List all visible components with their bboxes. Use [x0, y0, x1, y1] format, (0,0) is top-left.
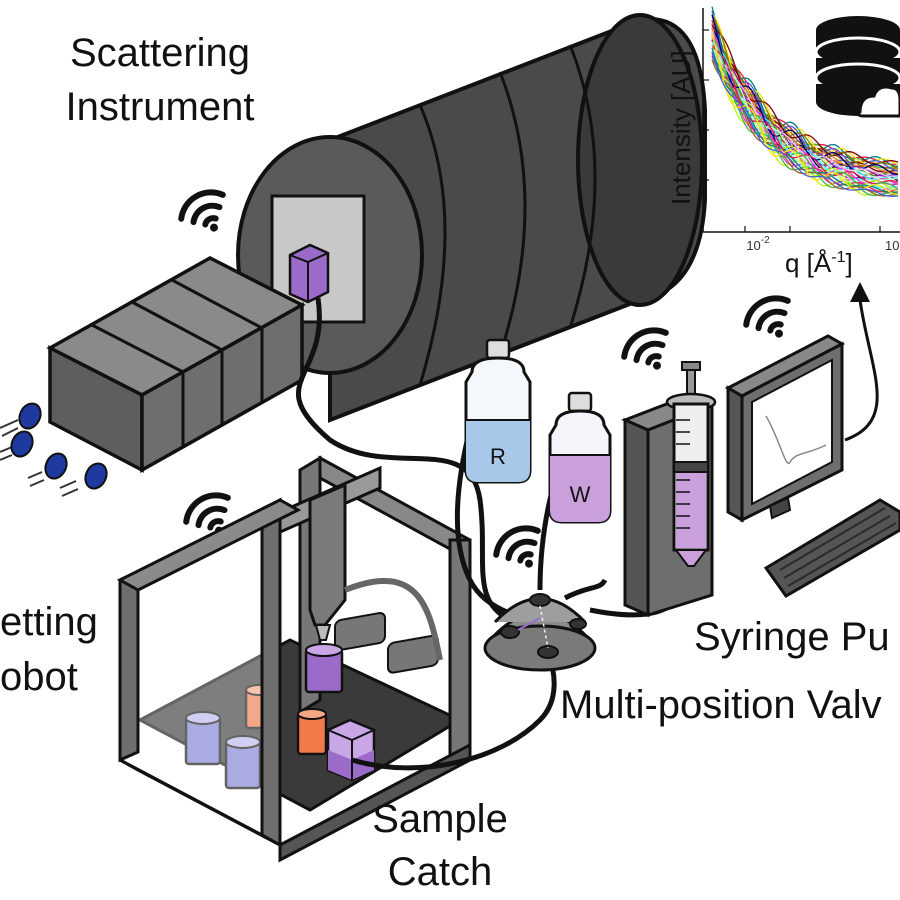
wifi-icon: [178, 189, 226, 232]
intensity-curve: [711, 26, 899, 188]
particle: [59, 462, 108, 497]
label-scattering-instrument-line1: Scattering: [70, 31, 250, 75]
label-pipetting-robot-line1: etting: [0, 600, 98, 644]
intensity-curve: [711, 30, 899, 192]
sample-catch-cuvette: [326, 718, 376, 782]
particle: [27, 452, 68, 487]
particle: [0, 430, 34, 461]
x-tick-label: 10-2: [746, 235, 770, 253]
label-sample-catch-line2: Catch: [388, 850, 493, 894]
instrument-cuvette: [288, 243, 330, 304]
wifi-icon: [621, 327, 669, 370]
x-tick-label: 10: [885, 238, 899, 253]
beam-particles: [0, 402, 108, 497]
deck-slot: [387, 634, 439, 674]
label-pipetting-robot-line2: obot: [0, 655, 78, 699]
upload-arrow: [844, 282, 879, 442]
vial: [224, 735, 262, 790]
intensity-curve: [711, 6, 899, 168]
waste-bottle: W: [548, 391, 612, 524]
plot-curves: [711, 6, 899, 198]
drum-ring-line: [418, 104, 447, 386]
wifi-icon: [493, 525, 541, 568]
keyboard: [763, 498, 900, 598]
vial: [184, 711, 222, 766]
drum-ring-line: [568, 44, 597, 329]
deck-slot: [334, 612, 386, 651]
pipetting-robot: [116, 455, 472, 863]
intensity-curve: [711, 51, 899, 197]
intensity-curve: [711, 10, 899, 172]
label-multi-position-valve: Multi-position Valv: [560, 683, 882, 727]
intensity-curve: [711, 34, 899, 196]
label-sample-catch-line1: Sample: [372, 797, 508, 841]
plot-y-label: Intensity [AU]: [666, 50, 696, 205]
particle: [0, 402, 42, 437]
intensity-curve: [711, 47, 899, 193]
computer: [724, 334, 900, 598]
label-scattering-instrument-line2: Instrument: [66, 85, 255, 129]
reservoir-label: R: [490, 444, 506, 469]
syringe-pump: [621, 361, 717, 618]
reservoir-bottle: R: [464, 338, 532, 484]
scattering-instrument: [236, 13, 707, 423]
intensity-curve: [711, 57, 899, 197]
scattering-plot: 10-2 10 Intensity [AU] q [Å-1]: [666, 6, 900, 278]
wifi-icon: [743, 295, 791, 338]
monitor-screen: [751, 358, 833, 506]
intensity-curve: [711, 14, 899, 176]
pipette-head: [308, 482, 347, 627]
instrument-drum-end: [576, 13, 704, 307]
drum-ring-line: [498, 71, 527, 356]
syringe: [665, 361, 717, 567]
vial: [304, 643, 344, 694]
multi-position-valve: [483, 593, 597, 672]
beam-source: [46, 256, 306, 473]
database-cloud-icon: [814, 16, 900, 118]
waste-label: W: [570, 482, 591, 507]
plot-x-label: q [Å-1]: [785, 248, 853, 278]
label-syringe-pump: Syringe Pu: [694, 615, 890, 659]
vial: [296, 708, 328, 756]
